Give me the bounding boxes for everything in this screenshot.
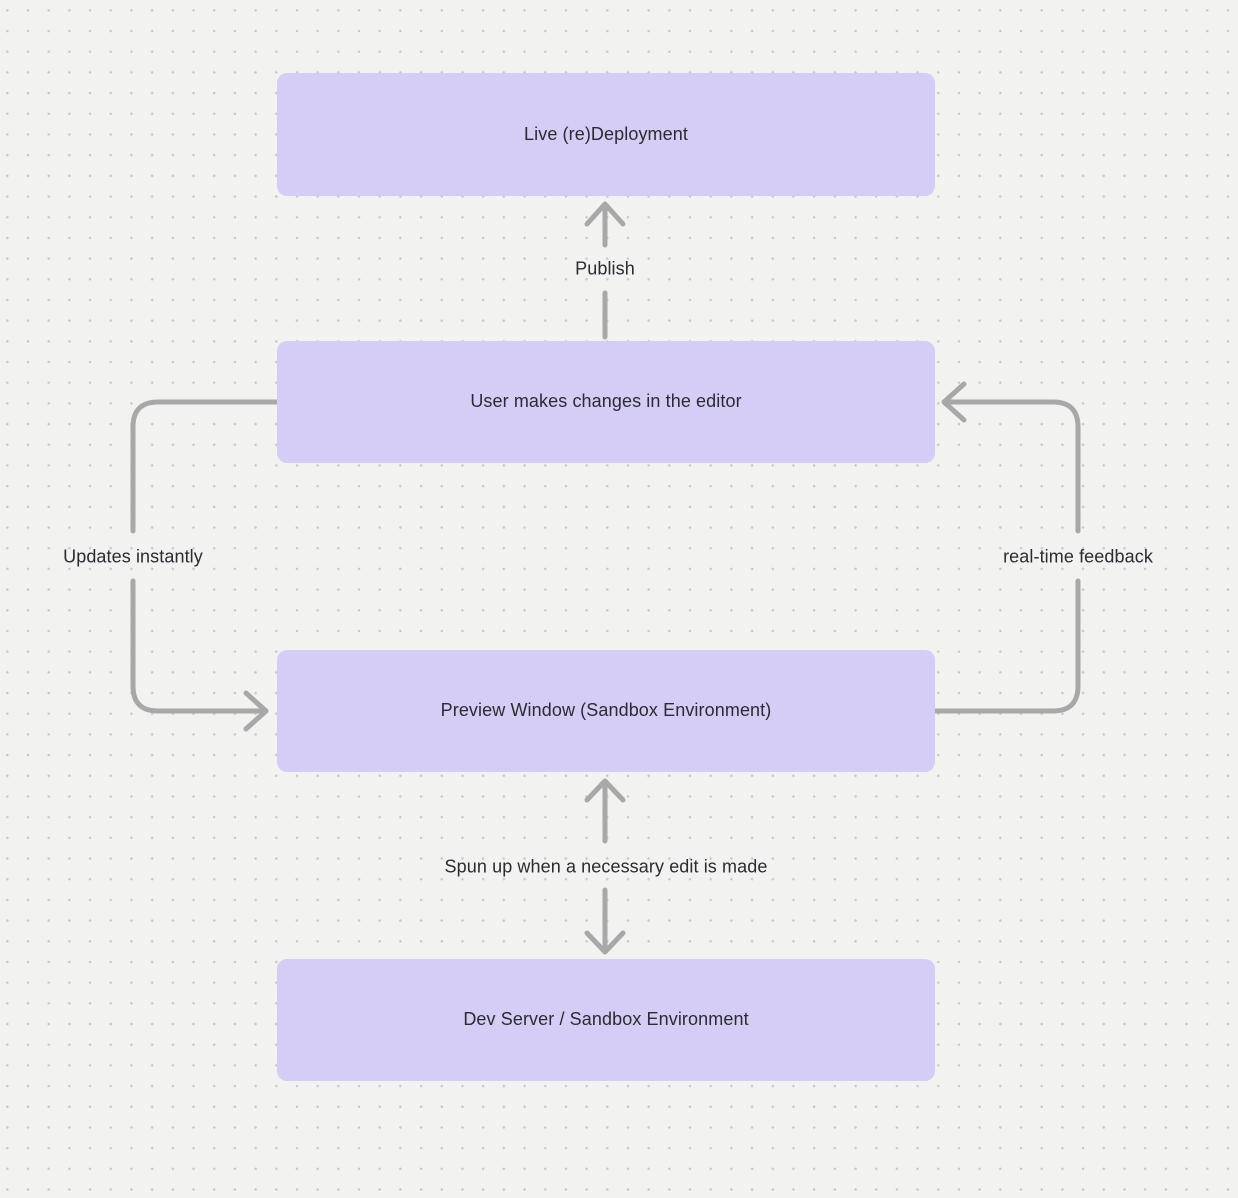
edge-label-realtime-feedback: real-time feedback bbox=[1003, 546, 1153, 567]
edge-label-spun-up: Spun up when a necessary edit is made bbox=[444, 856, 768, 877]
node-label: Live (re)Deployment bbox=[524, 123, 688, 144]
edge-updates-line-upper bbox=[130, 399, 280, 534]
edge-label-updates-instantly: Updates instantly bbox=[63, 546, 203, 567]
edge-publish-arrowhead-up-icon bbox=[584, 201, 626, 227]
edge-updates-line-lower bbox=[130, 578, 267, 714]
node-preview-window[interactable]: Preview Window (Sandbox Environment) bbox=[277, 650, 935, 772]
node-label: Dev Server / Sandbox Environment bbox=[463, 1009, 749, 1030]
edge-feedback-arrowhead-left-icon bbox=[941, 381, 967, 423]
edge-updates-arrowhead-right-icon bbox=[243, 690, 269, 732]
node-label: User makes changes in the editor bbox=[470, 391, 742, 412]
node-dev-server[interactable]: Dev Server / Sandbox Environment bbox=[277, 959, 935, 1081]
edge-feedback-line-upper bbox=[943, 399, 1081, 534]
node-live-redeployment[interactable]: Live (re)Deployment bbox=[277, 73, 935, 196]
edge-label-publish: Publish bbox=[575, 258, 635, 279]
node-user-makes-changes[interactable]: User makes changes in the editor bbox=[277, 341, 935, 463]
edge-spunup-arrowhead-down-icon bbox=[584, 930, 626, 955]
node-label: Preview Window (Sandbox Environment) bbox=[440, 700, 772, 721]
edge-feedback-line-lower bbox=[932, 578, 1081, 714]
